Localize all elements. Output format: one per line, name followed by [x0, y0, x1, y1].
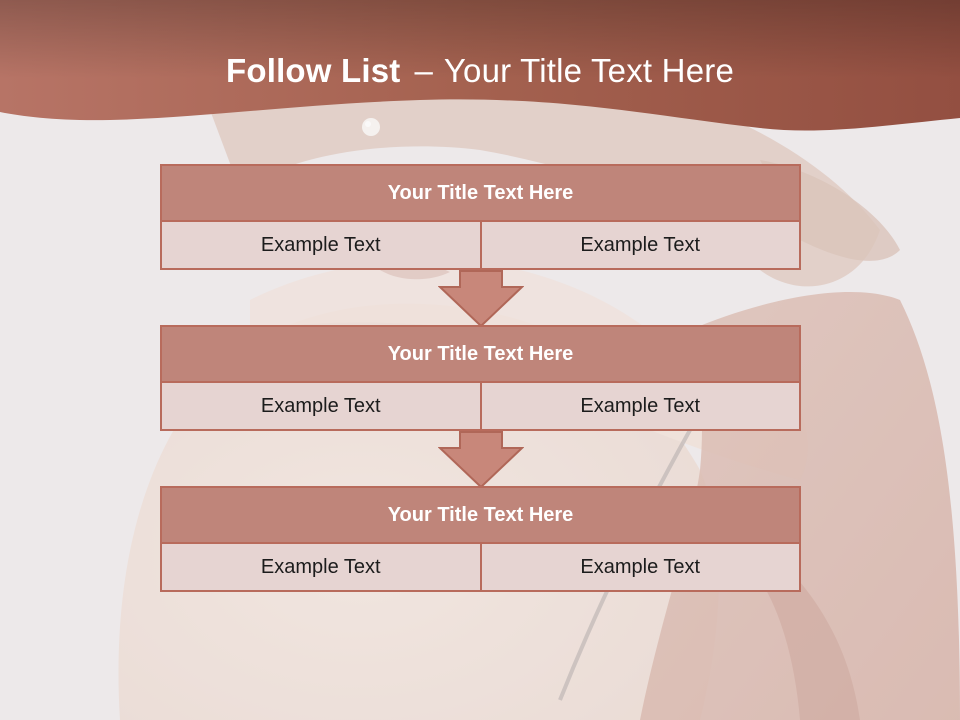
- list-block: Your Title Text Here Example Text Exampl…: [160, 325, 801, 431]
- block-cell: Example Text: [260, 394, 381, 417]
- block-cell: Example Text: [479, 544, 800, 590]
- down-arrow-icon: [438, 431, 524, 489]
- list-block: Your Title Text Here Example Text Exampl…: [160, 164, 801, 270]
- block-heading: Your Title Text Here: [162, 327, 799, 383]
- page-title: Follow List– Your Title Text Here: [0, 52, 960, 90]
- block-heading: Your Title Text Here: [162, 166, 799, 222]
- list-block: Your Title Text Here Example Text Exampl…: [160, 486, 801, 592]
- block-cell: Example Text: [260, 555, 381, 578]
- block-row: Example Text Example Text: [162, 383, 799, 429]
- block-cell: Example Text: [260, 233, 381, 256]
- block-cell: Example Text: [479, 222, 800, 268]
- block-row: Example Text Example Text: [162, 222, 799, 268]
- header-band: [0, 0, 960, 131]
- down-arrow-icon: [438, 270, 524, 328]
- block-cell: Example Text: [479, 383, 800, 429]
- block-heading: Your Title Text Here: [162, 488, 799, 544]
- block-row: Example Text Example Text: [162, 544, 799, 590]
- title-rest: Your Title Text Here: [443, 52, 734, 89]
- title-dash: –: [414, 52, 434, 89]
- title-bold: Follow List: [225, 52, 401, 89]
